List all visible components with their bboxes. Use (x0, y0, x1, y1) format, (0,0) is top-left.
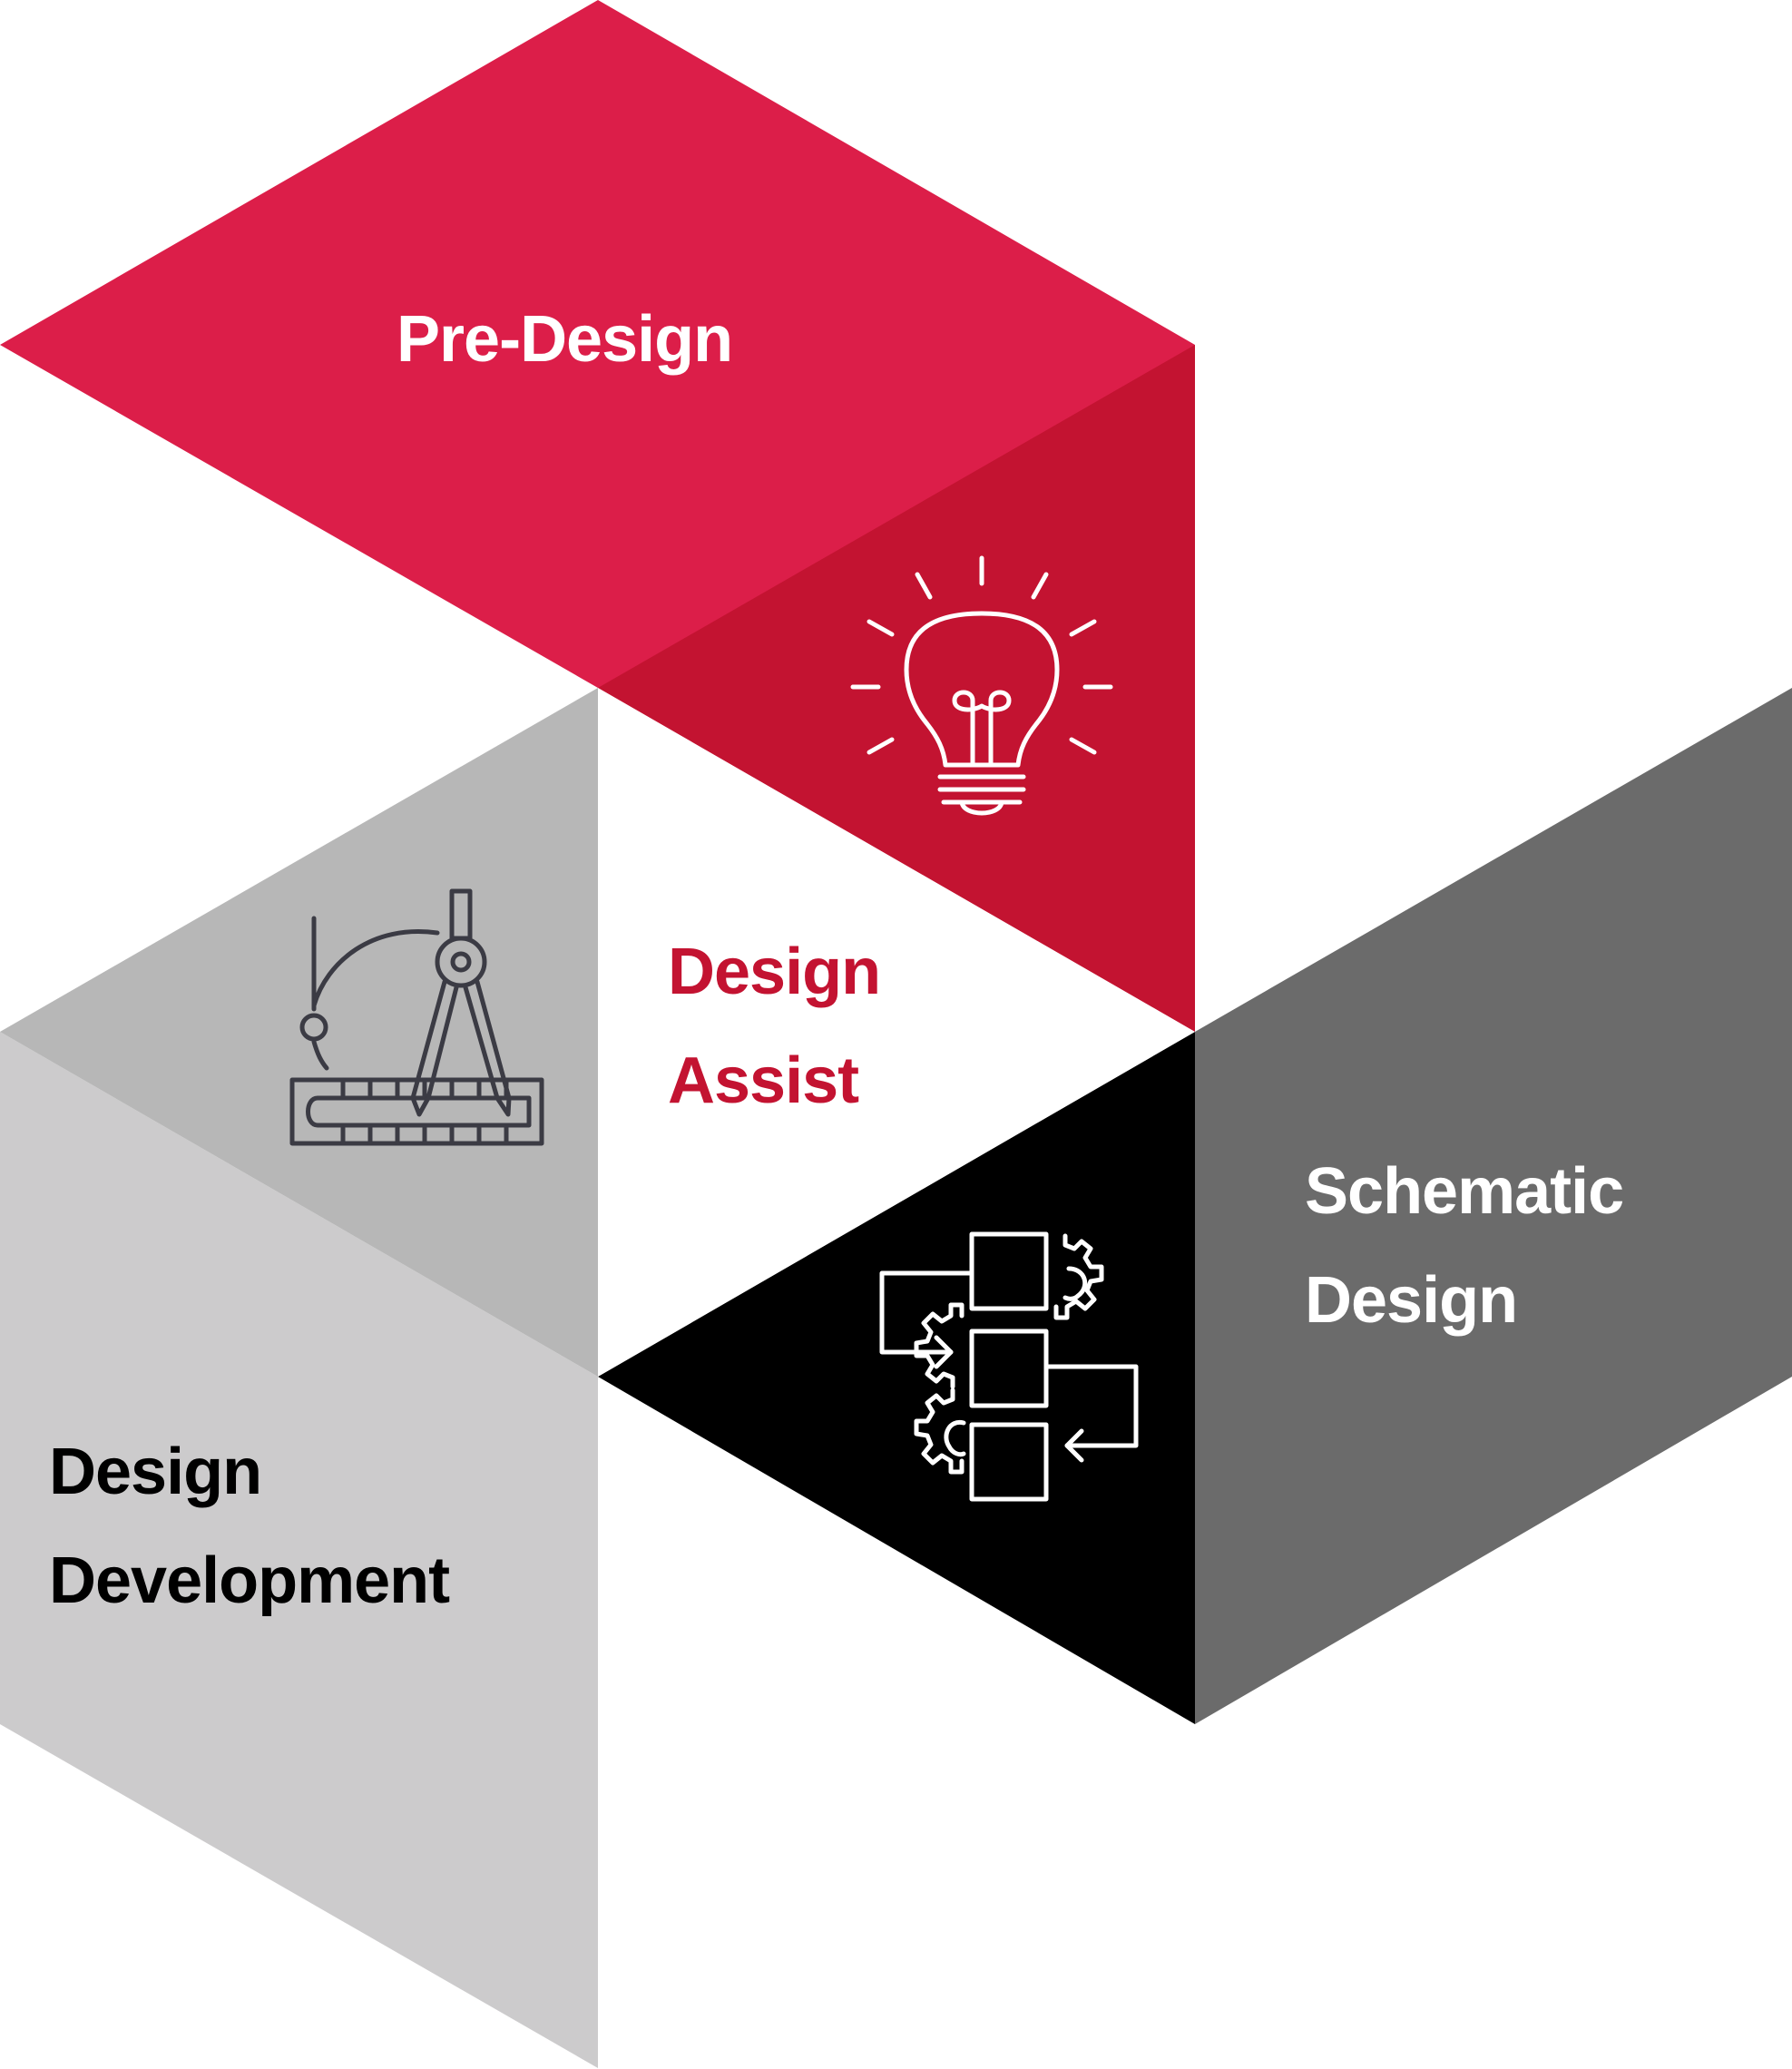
pre-design-icon-panel (598, 345, 1195, 1032)
design-development-label-line-1: Design (49, 1436, 261, 1508)
design-assist-label-line-2: Assist (668, 1044, 859, 1117)
design-assist-panel (598, 688, 1195, 1377)
design-development-upper-panel (0, 688, 598, 1377)
pre-design-segment (0, 0, 1195, 1032)
schematic-design-label-line-2: Design (1305, 1264, 1517, 1337)
design-development-lower-panel (0, 1032, 598, 2068)
design-assist-label: Design Assist (668, 936, 897, 1117)
pre-design-label: Pre-Design (397, 303, 732, 376)
process-flow-gears-icon (879, 1231, 1139, 1502)
lightbulb-icon (850, 555, 1113, 816)
schematic-design-segment (598, 688, 1792, 1724)
design-development-segment (0, 688, 598, 2068)
schematic-design-icon-panel (598, 1032, 1195, 1724)
drafting-compass-ruler-icon (289, 888, 544, 1146)
schematic-design-panel (1195, 688, 1792, 1724)
schematic-design-label-line-1: Schematic (1305, 1155, 1623, 1228)
design-development-label: Design Development (49, 1436, 450, 1617)
design-assist-label-line-1: Design (668, 936, 880, 1008)
schematic-design-label: Schematic Design (1305, 1155, 1640, 1337)
design-development-label-line-2: Development (49, 1544, 450, 1617)
